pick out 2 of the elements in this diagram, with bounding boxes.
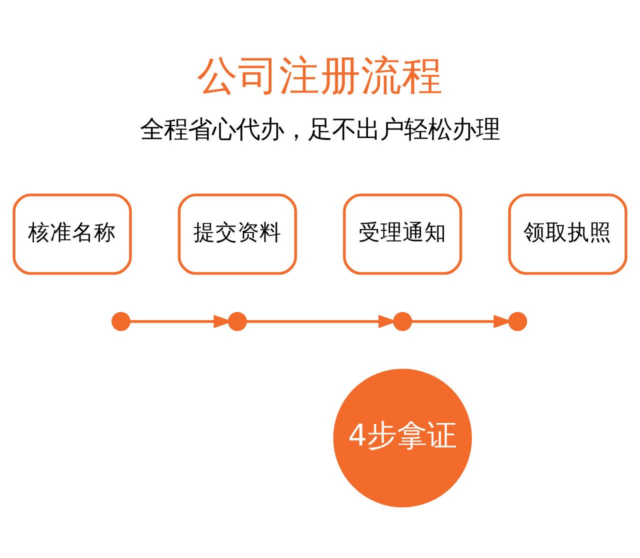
diagram-title: 公司注册流程 (197, 51, 443, 100)
label: 全程省心代办，足不出户轻松办理 (140, 114, 500, 144)
